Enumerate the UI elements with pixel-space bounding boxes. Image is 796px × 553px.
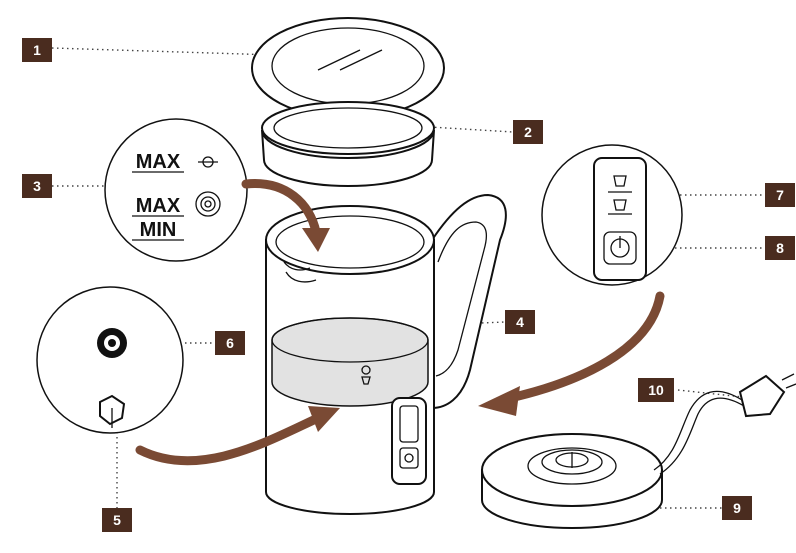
badge-2-label: 2: [524, 124, 532, 140]
badge-4-label: 4: [516, 314, 524, 330]
whisk-spring-icon: [97, 328, 127, 358]
badge-1-label: 1: [33, 42, 41, 58]
badge-8-label: 8: [776, 240, 784, 256]
badge-9: 9: [722, 496, 752, 520]
badge-5-label: 5: [113, 512, 121, 528]
badge-6-label: 6: [226, 335, 234, 351]
badge-3-label: 3: [33, 178, 41, 194]
power-cord: [654, 374, 796, 474]
badge-7-label: 7: [776, 187, 784, 203]
callout-buttons: [542, 145, 682, 285]
callout-level-marks: MAX MAX MIN: [105, 119, 247, 261]
callout-whisk: [37, 287, 183, 433]
plug-icon: [740, 374, 796, 416]
seal-ring: [262, 102, 434, 186]
arrow-head-buttons: [478, 386, 520, 416]
leader-1: [52, 48, 275, 55]
badge-1: 1: [22, 38, 52, 62]
badge-5: 5: [102, 508, 132, 532]
jug: [266, 195, 506, 514]
level-max-top: MAX: [136, 151, 181, 173]
badge-2: 2: [513, 120, 543, 144]
leader-2: [430, 127, 513, 132]
badge-7: 7: [765, 183, 795, 207]
badge-9-label: 9: [733, 500, 741, 516]
jug-control-panel: [392, 398, 426, 484]
level-max-bottom: MAX: [136, 195, 181, 217]
badge-4: 4: [505, 310, 535, 334]
badge-10: 10: [638, 378, 674, 402]
level-min: MIN: [140, 219, 177, 241]
badge-3: 3: [22, 174, 52, 198]
badge-8: 8: [765, 236, 795, 260]
badge-10-label: 10: [648, 382, 664, 398]
base: [482, 434, 662, 528]
badge-6: 6: [215, 331, 245, 355]
